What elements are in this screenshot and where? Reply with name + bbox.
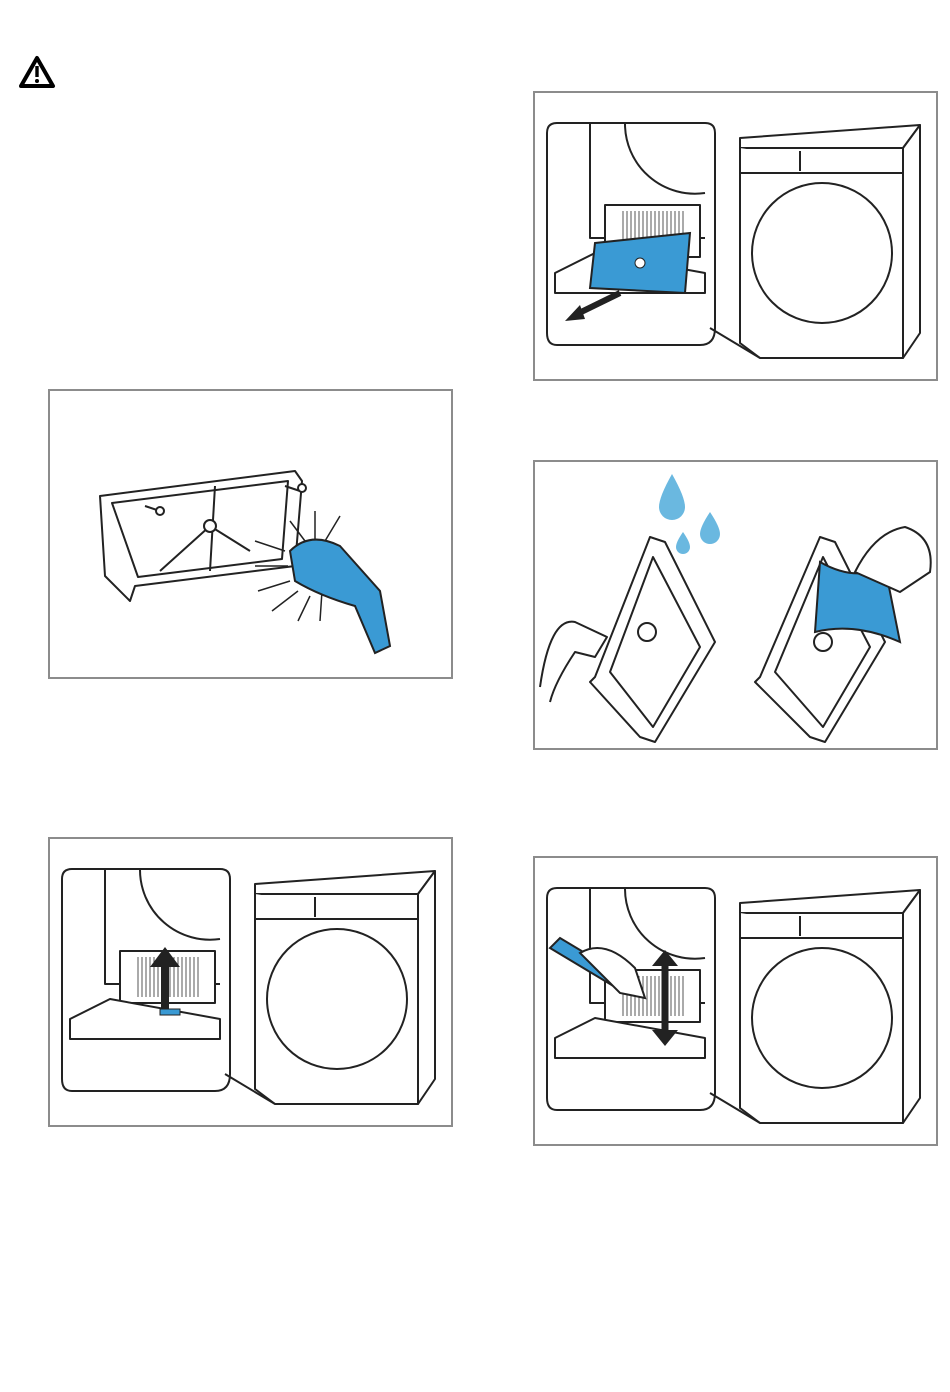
dryer-illustration bbox=[546, 122, 921, 359]
figure-brush-filter-housing bbox=[533, 856, 938, 1146]
figure-rinse-wipe-filter bbox=[533, 460, 938, 750]
filter-frame-brush-illustration bbox=[99, 470, 392, 655]
figure-brush-filter-frame bbox=[48, 389, 453, 679]
dryer-illustration bbox=[546, 887, 921, 1124]
warning-triangle-icon bbox=[19, 56, 55, 88]
figure-insert-filter bbox=[48, 837, 453, 1127]
dryer-illustration bbox=[61, 868, 436, 1105]
figure-remove-filter-drawer bbox=[533, 91, 938, 381]
rinse-wipe-illustration bbox=[539, 474, 932, 743]
